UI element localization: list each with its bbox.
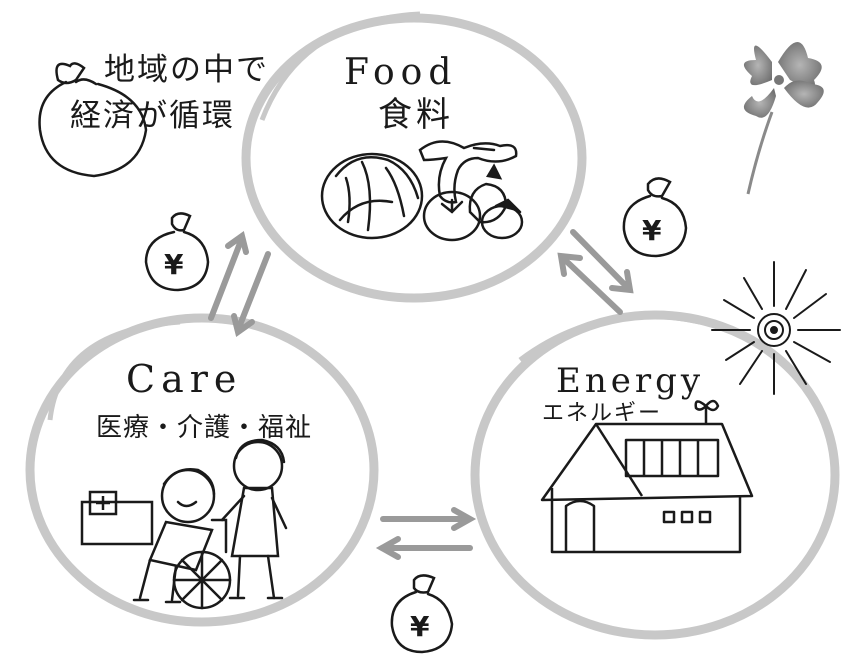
yen-symbol: ¥: [164, 248, 184, 281]
wheelchair-icon: [172, 518, 232, 610]
headline-money-bag: [38, 62, 148, 178]
gourd-icon: [418, 140, 518, 204]
care-title: Care: [126, 357, 242, 401]
cabbage-icon: [320, 152, 424, 240]
small-tomato-icon: [480, 198, 524, 240]
caregiver-illustration: [132, 438, 288, 610]
yen-bag-bottom: ¥: [390, 574, 454, 654]
house-with-solar-panel-icon: [540, 399, 754, 554]
tomato-icon: [422, 190, 482, 242]
yen-bag-right: ¥: [622, 177, 688, 258]
four-leaf-clover-icon: [743, 41, 824, 195]
food-circle: [241, 11, 587, 303]
food-subtitle: 食料: [378, 95, 454, 135]
hospital-icon: [80, 490, 154, 546]
energy-subtitle: エネルギー: [542, 401, 662, 426]
energy-title: Energy: [556, 361, 704, 401]
headline-line2: 経済が循環: [70, 98, 235, 134]
yen-symbol: ¥: [410, 610, 430, 643]
arrows-food-care: [208, 230, 271, 338]
caregiver-person: [220, 438, 288, 600]
care-subtitle: 医療・介護・福祉: [96, 413, 312, 443]
eggplant-icon: [468, 163, 508, 224]
yen-bag-left: ¥: [144, 212, 210, 292]
energy-circle: [470, 310, 840, 640]
arrows-food-energy: [557, 229, 634, 315]
headline-line1: 地域の中で: [104, 52, 269, 88]
care-circle: [25, 313, 379, 627]
yen-symbol: ¥: [642, 214, 662, 247]
food-title: Food: [344, 52, 457, 93]
vegetables-illustration: [320, 140, 524, 242]
arrows-care-energy: [375, 507, 477, 560]
sun-icon: [711, 261, 841, 395]
